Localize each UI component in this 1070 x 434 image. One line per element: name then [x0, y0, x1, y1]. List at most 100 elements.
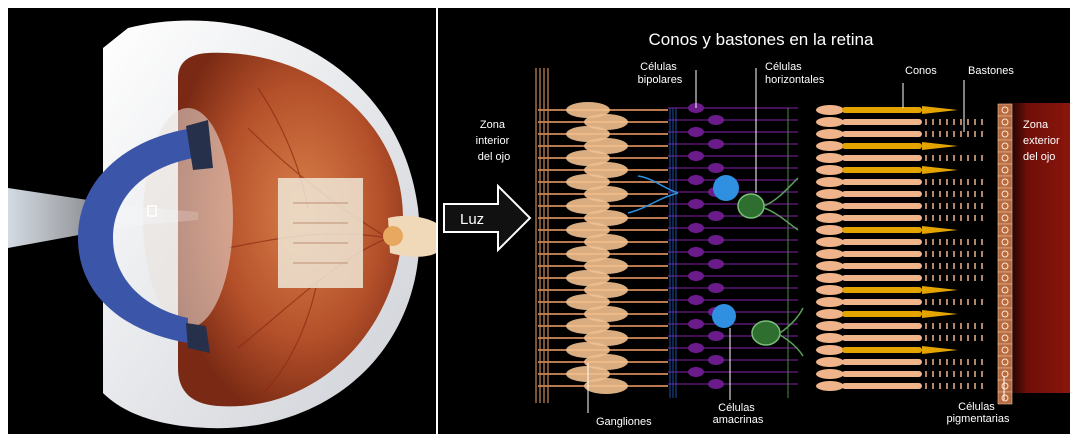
- bipolar-cell: [688, 151, 704, 161]
- svg-text:Zona interior del: Zona interior del ojo: [476, 119, 513, 163]
- rod-cell: [842, 131, 922, 137]
- pigmentarias-label-2: pigmentarias: [947, 413, 1010, 425]
- photoreceptor-nucleus: [816, 177, 844, 187]
- photoreceptor-nucleus: [816, 261, 844, 271]
- rod-cell: [842, 119, 922, 125]
- bipolares-label-1: Células: [640, 61, 677, 73]
- bipolar-cell: [708, 379, 724, 389]
- bipolar-cell: [708, 211, 724, 221]
- cone-tip: [922, 106, 958, 114]
- bipolar-cell: [688, 127, 704, 137]
- svg-text:Células bipolares: Células bipolares: [638, 61, 683, 86]
- pigment-cell: [998, 380, 1012, 392]
- rod-cell: [842, 251, 922, 257]
- pigment-cell: [998, 152, 1012, 164]
- pigment-cell: [998, 272, 1012, 284]
- bipolar-cell: [688, 271, 704, 281]
- rod-cell: [842, 383, 922, 389]
- bipolar-cell: [708, 283, 724, 293]
- svg-text:Células horizontales: Células horizontales: [765, 61, 825, 86]
- cone-tip: [922, 310, 958, 318]
- retina-diagram-panel: Conos y bastones en la retina Luz Zona i…: [438, 8, 1070, 434]
- pigment-cell: [998, 116, 1012, 128]
- amacrine-cell: [713, 175, 739, 201]
- photoreceptor-nucleus: [816, 189, 844, 199]
- cone-cell: [842, 143, 922, 149]
- rod-cell: [842, 335, 922, 341]
- cone-cell: [842, 311, 922, 317]
- bipolar-cell: [688, 199, 704, 209]
- photoreceptor-nucleus: [816, 237, 844, 247]
- rod-cell: [842, 239, 922, 245]
- pigment-cell: [998, 308, 1012, 320]
- zona-exterior-label-1: Zona: [1023, 119, 1049, 131]
- pigment-cell: [998, 164, 1012, 176]
- photoreceptor-nucleus: [816, 273, 844, 283]
- pigment-cell-layer: [998, 104, 1012, 404]
- bipolar-cell-layer: [668, 103, 798, 398]
- conos-label: Conos: [905, 65, 937, 77]
- bipolar-cell: [708, 115, 724, 125]
- bastones-label: Bastones: [968, 65, 1014, 77]
- bipolar-cell: [708, 331, 724, 341]
- pigment-cell: [998, 224, 1012, 236]
- cone-cell: [842, 107, 922, 113]
- photoreceptor-nucleus: [816, 345, 844, 355]
- photoreceptor-nucleus: [816, 129, 844, 139]
- bipolar-cell: [708, 259, 724, 269]
- photoreceptor-nucleus: [816, 153, 844, 163]
- cone-tip: [922, 286, 958, 294]
- retina-image-patch: [278, 178, 363, 288]
- photoreceptor-nucleus: [816, 117, 844, 127]
- cone-tip: [922, 346, 958, 354]
- pigment-cell: [998, 248, 1012, 260]
- bipolar-cell: [688, 343, 704, 353]
- retina-layers-diagram: Conos y bastones en la retina Luz Zona i…: [438, 8, 1070, 434]
- cone-cell: [842, 227, 922, 233]
- photoreceptor-nucleus: [816, 381, 844, 391]
- photoreceptor-nucleus: [816, 357, 844, 367]
- diagram-title: Conos y bastones en la retina: [649, 30, 874, 49]
- cone-cell: [842, 347, 922, 353]
- pigment-cell: [998, 392, 1012, 404]
- photoreceptor-nucleus: [816, 201, 844, 211]
- photoreceptor-nucleus: [816, 213, 844, 223]
- horizontal-cell: [752, 321, 780, 345]
- pigment-cell: [998, 320, 1012, 332]
- horizontal-cells: [738, 178, 803, 356]
- pigment-cell: [998, 296, 1012, 308]
- rod-cell: [842, 371, 922, 377]
- horizontales-label-2: horizontales: [765, 74, 825, 86]
- rod-cell: [842, 155, 922, 161]
- pigment-cell: [998, 140, 1012, 152]
- photoreceptor-layer: [816, 105, 982, 391]
- pigment-cell: [998, 236, 1012, 248]
- photoreceptor-nucleus: [816, 321, 844, 331]
- horizontal-cell: [738, 194, 764, 218]
- zona-interior-label-2: interior: [476, 135, 510, 147]
- bipolar-cell: [708, 139, 724, 149]
- photoreceptor-nucleus: [816, 333, 844, 343]
- pigment-cell: [998, 356, 1012, 368]
- bipolar-cell: [708, 355, 724, 365]
- pigmentarias-label-1: Células: [958, 401, 995, 413]
- pigment-cell: [998, 212, 1012, 224]
- pigment-cell: [998, 344, 1012, 356]
- bipolar-cell: [688, 295, 704, 305]
- photoreceptor-nucleus: [816, 369, 844, 379]
- rod-cell: [842, 359, 922, 365]
- bipolar-cell: [688, 319, 704, 329]
- gangliones-label: Gangliones: [596, 416, 652, 428]
- amacrinas-label-2: amacrinas: [713, 414, 764, 426]
- svg-text:Células pigmentarias: Células pigmentarias: [947, 401, 1010, 425]
- pigment-cell: [998, 176, 1012, 188]
- pigment-cell: [998, 188, 1012, 200]
- pigment-cell: [998, 200, 1012, 212]
- amacrine-cell: [712, 304, 736, 328]
- eye-cross-section-illustration: [8, 8, 436, 434]
- svg-text:Células amacrinas: Células amacrinas: [713, 402, 764, 426]
- eye-illustration-panel: [8, 8, 436, 434]
- bipolar-cell: [688, 247, 704, 257]
- amacrinas-label-1: Células: [718, 402, 755, 414]
- light-arrow-icon: [444, 186, 530, 250]
